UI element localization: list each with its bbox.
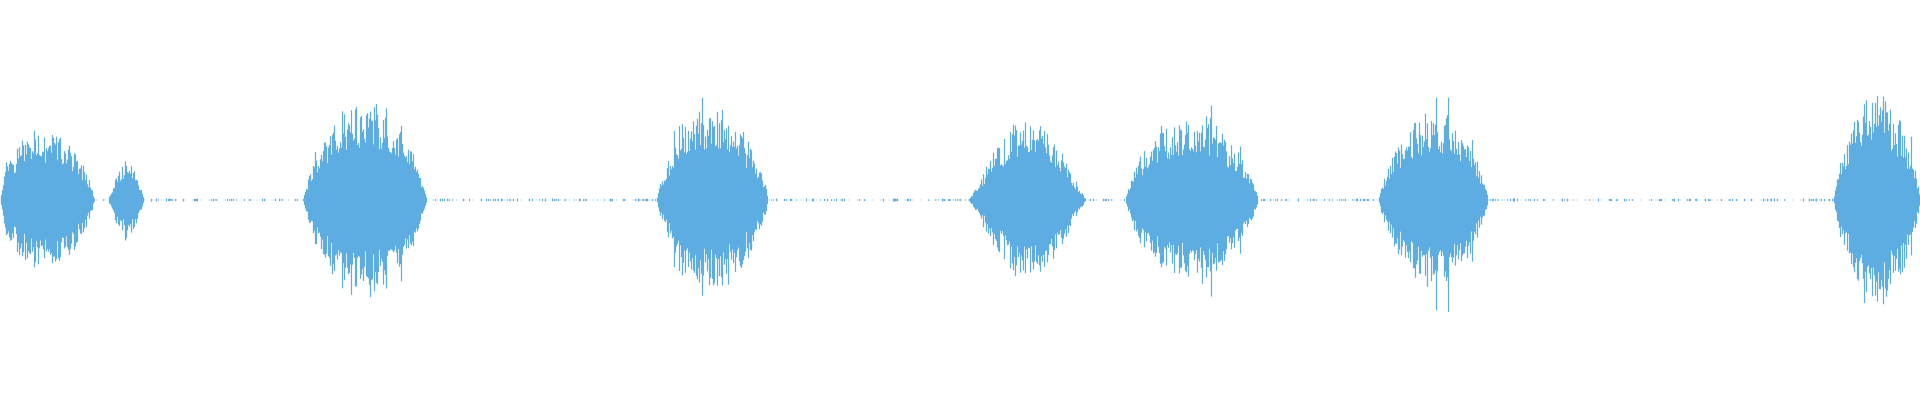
waveform-path (0, 96, 1920, 312)
waveform-bars (0, 96, 1920, 312)
